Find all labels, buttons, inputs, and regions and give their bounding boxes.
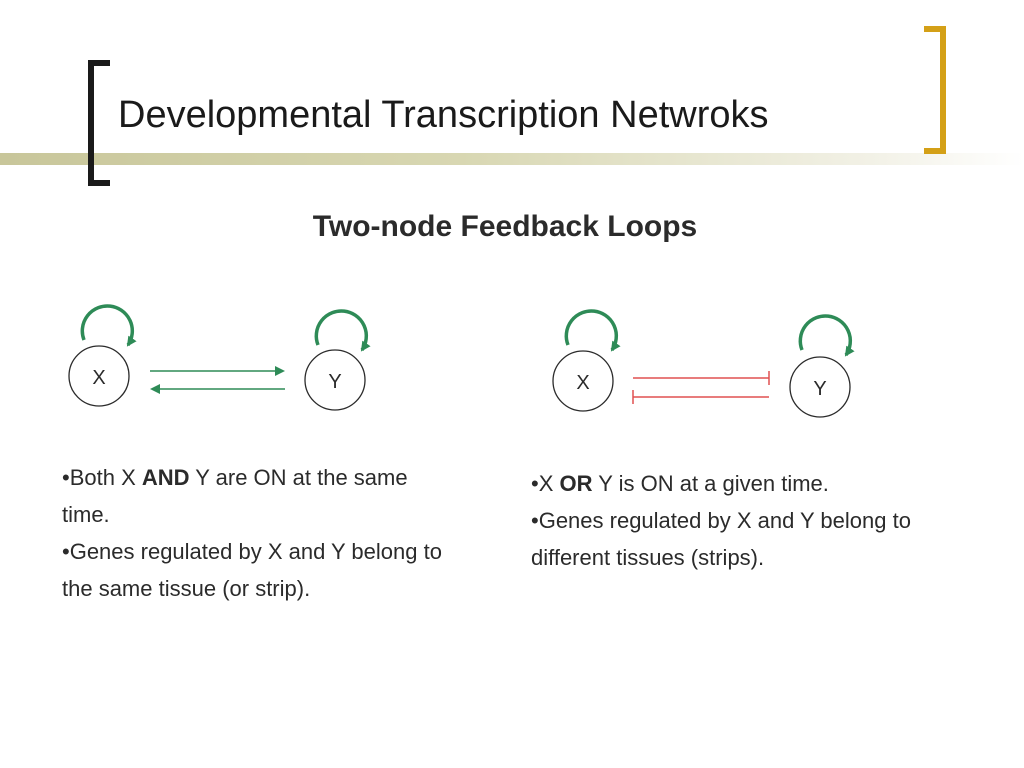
self-loop-y-left [314, 309, 371, 352]
node-x-right [552, 350, 614, 412]
right-diagram: X Y [552, 309, 855, 418]
repression-edge-y-to-x [632, 390, 769, 404]
right-description: •X OR Y is ON at a given time. •Genes re… [531, 465, 931, 576]
node-x-right-label: X [576, 372, 589, 394]
left-bullet-2: •Genes regulated by X and Y belong to th… [62, 539, 442, 601]
right-bracket [924, 26, 946, 154]
node-x-left-label: X [92, 367, 105, 389]
node-y-right-label: Y [813, 378, 826, 400]
node-y-left [304, 349, 366, 411]
title-band [0, 153, 1024, 165]
node-y-left-label: Y [328, 371, 341, 393]
left-diagram: X Y [68, 304, 371, 411]
self-loop-x-left [80, 304, 137, 347]
repression-edge-x-to-y [633, 371, 770, 385]
node-y-right [789, 356, 851, 418]
and-emphasis: AND [141, 465, 190, 490]
node-x-left [68, 345, 130, 407]
right-bullet-2: •Genes regulated by X and Y belong to di… [531, 508, 911, 570]
slide-title: Developmental Transcription Netwroks [118, 94, 769, 136]
slide-subtitle: Two-node Feedback Loops [312, 210, 698, 243]
self-loop-x-right [564, 309, 621, 352]
self-loop-y-right [798, 314, 855, 357]
left-bracket [88, 60, 110, 186]
left-bullet-1: •Both X AND Y are ON at the same time. [62, 465, 408, 527]
left-description: •Both X AND Y are ON at the same time. •… [62, 459, 452, 607]
right-bullet-1: •X OR Y is ON at a given time. [531, 471, 829, 496]
or-emphasis: OR [559, 471, 593, 496]
